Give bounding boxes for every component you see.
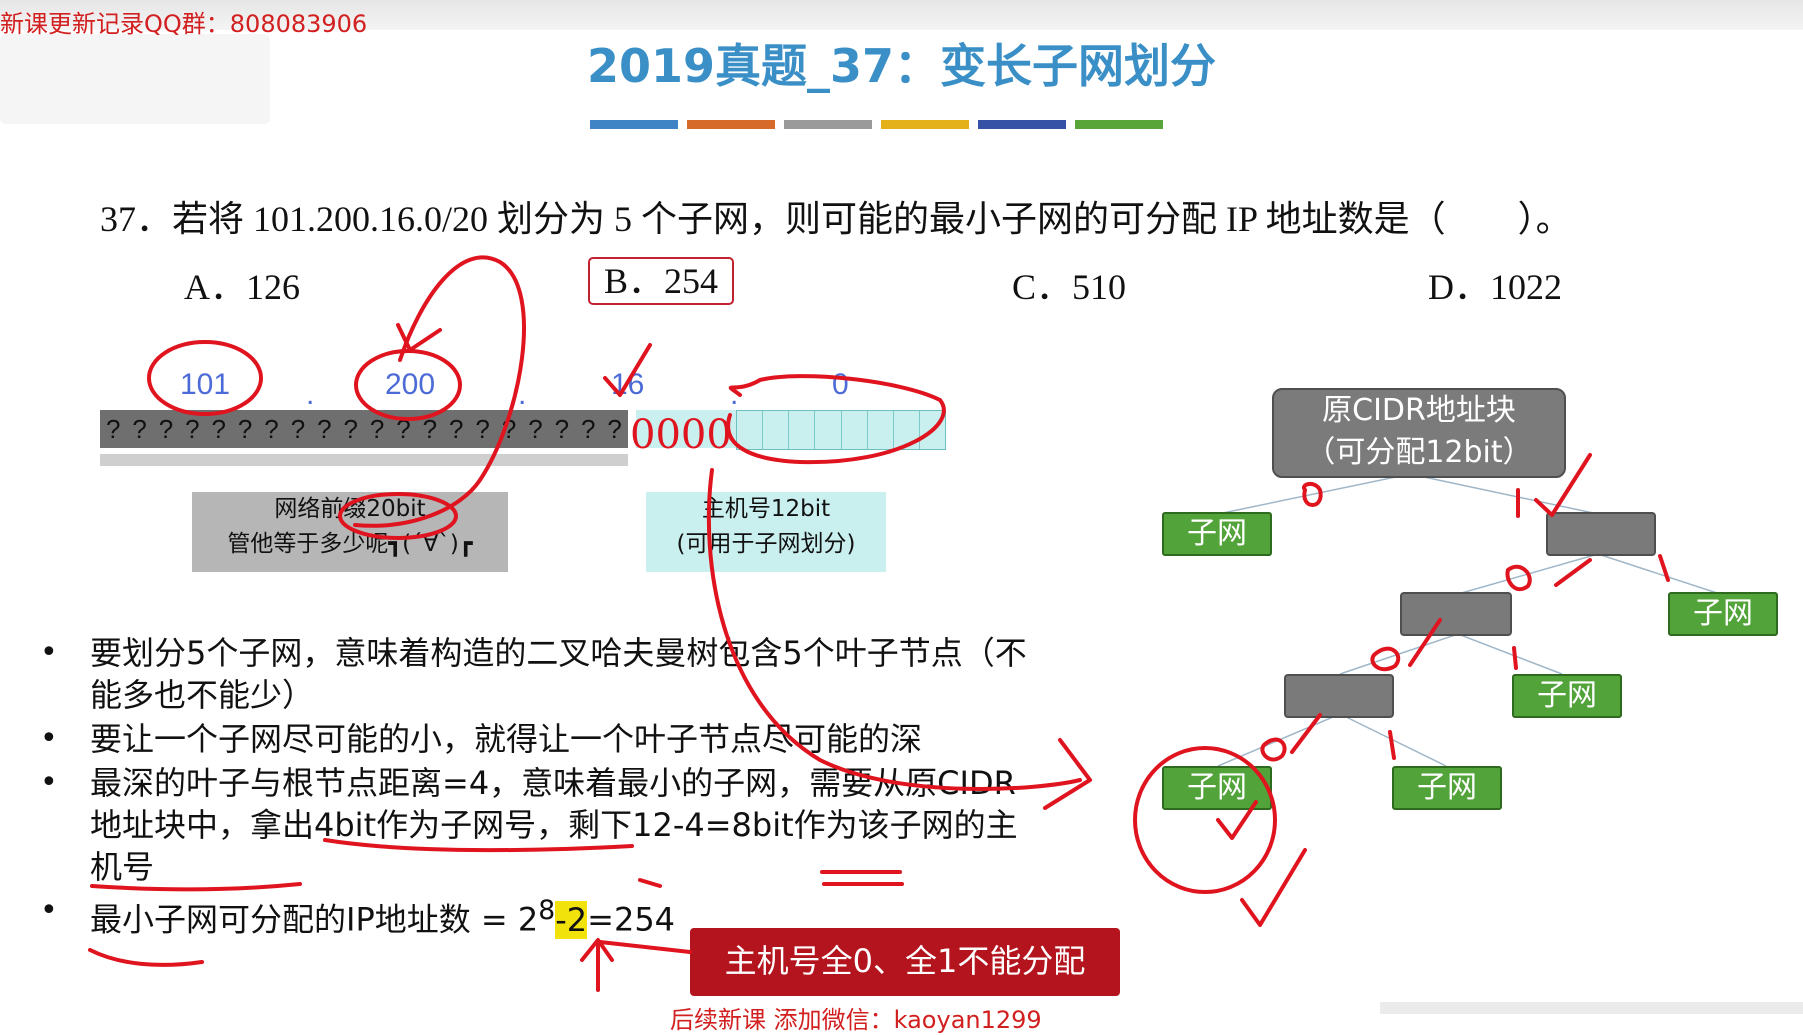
footer-right-strip xyxy=(1380,1002,1803,1014)
tree-root-node: 原CIDR地址块 （可分配12bit） xyxy=(1272,388,1566,478)
network-prefix-line1: 网络前缀20bit xyxy=(274,496,426,522)
bullet-item: 要让一个子网尽可能的小，就得让一个叶子节点尽可能的深 xyxy=(40,718,1040,760)
bullet-item: 最深的叶子与根节点距离=4，意味着最小的子网，需要从原CIDR地址块中，拿出4b… xyxy=(40,762,1040,888)
unknown-bit: ? xyxy=(237,413,253,444)
network-bits-bar: ???????????????????? xyxy=(100,410,628,448)
tree-leaf-subnet: 子网 xyxy=(1512,674,1622,718)
qq-watermark: 新课更新记录QQ群：808083906 xyxy=(0,10,368,38)
logo-watermark xyxy=(0,34,270,124)
host-bit-cell xyxy=(737,411,764,449)
host-number-line2: (可用于子网划分) xyxy=(676,531,856,557)
unknown-bit: ? xyxy=(158,413,174,444)
formula-exponent: 8 xyxy=(538,895,556,926)
octet-dot-1: . xyxy=(306,378,315,411)
top-strip xyxy=(0,0,1803,30)
unknown-bit: ? xyxy=(422,413,438,444)
handwritten-subnet-bits: 0000 xyxy=(630,412,732,458)
tree-inner-node xyxy=(1400,592,1512,636)
bullet-item-formula: 最小子网可分配的IP地址数 = 28-2=254 xyxy=(40,890,1040,941)
host-bit-cell xyxy=(841,411,868,449)
host-bit-cell xyxy=(867,411,894,449)
unknown-bit: ? xyxy=(264,413,279,444)
callout-box: 主机号全0、全1不能分配 xyxy=(690,928,1120,996)
host-number-line1: 主机号12bit xyxy=(701,496,831,522)
title-color-bar xyxy=(687,120,775,129)
root-line2: （可分配12bit） xyxy=(1305,435,1533,470)
option-d: D．1022 xyxy=(1428,267,1562,307)
host-bit-cell xyxy=(763,411,790,449)
host-bits-bar xyxy=(736,410,946,450)
unknown-bit: ? xyxy=(317,413,332,444)
host-number-label: 主机号12bit (可用于子网划分) xyxy=(646,492,886,572)
question-text: 37．若将 101.200.16.0/20 划分为 5 个子网，则可能的最小子网… xyxy=(100,199,1572,239)
tree-inner-node xyxy=(1284,674,1394,718)
explanation-list: 要划分5个子网，意味着构造的二叉哈夫曼树包含5个叶子节点（不能多也不能少） 要让… xyxy=(40,632,1040,943)
formula-highlight: -2 xyxy=(555,900,588,939)
unknown-bit: ? xyxy=(105,413,121,444)
slide-title: 2019真题_37：变长子网划分 xyxy=(586,39,1217,93)
unknown-bit: ? xyxy=(607,413,622,444)
unknown-bit: ? xyxy=(449,413,464,444)
octet-2: 200 xyxy=(385,368,436,401)
host-bit-cell xyxy=(815,411,842,449)
unknown-bit: ? xyxy=(343,413,358,444)
title-color-bar xyxy=(978,120,1066,129)
host-bit-cell xyxy=(789,411,816,449)
tree-leaf-subnet: 子网 xyxy=(1162,512,1272,556)
formula-prefix: 最小子网可分配的IP地址数 = 2 xyxy=(90,900,539,939)
title-color-bar xyxy=(590,120,678,129)
unknown-bit: ? xyxy=(580,413,596,444)
network-bits-underline xyxy=(100,454,628,466)
unknown-bit: ? xyxy=(528,413,543,444)
unknown-bit: ? xyxy=(475,413,490,444)
unknown-bit: ? xyxy=(290,413,306,444)
subnet-bits-cells xyxy=(636,410,736,448)
unknown-bit: ? xyxy=(369,413,385,444)
formula-suffix: =254 xyxy=(587,900,676,939)
bullet-item: 要划分5个子网，意味着构造的二叉哈夫曼树包含5个叶子节点（不能多也不能少） xyxy=(40,632,1040,716)
title-color-bar xyxy=(881,120,969,129)
option-c: C．510 xyxy=(1012,267,1127,307)
unknown-bit: ? xyxy=(396,413,411,444)
octet-1: 101 xyxy=(180,368,231,401)
tree-leaf-subnet: 子网 xyxy=(1392,766,1502,810)
unknown-bit: ? xyxy=(554,413,570,444)
tree-inner-node xyxy=(1546,512,1656,556)
title-color-bar xyxy=(1075,120,1163,129)
option-b-selected: B．254 xyxy=(588,252,735,305)
root-line1: 原CIDR地址块 xyxy=(1322,393,1516,428)
octet-dot-2: . xyxy=(518,378,527,411)
option-b-box: B．254 xyxy=(588,257,735,305)
unknown-bit: ? xyxy=(185,413,200,444)
title-color-bar xyxy=(784,120,872,129)
option-a: A．126 xyxy=(184,267,300,307)
tree-leaf-subnet: 子网 xyxy=(1668,592,1778,636)
unknown-bit: ? xyxy=(211,413,226,444)
unknown-bit: ? xyxy=(132,413,147,444)
octet-dot-3: . xyxy=(730,378,739,411)
handwritten-annotations: 0000 xyxy=(88,255,1670,992)
